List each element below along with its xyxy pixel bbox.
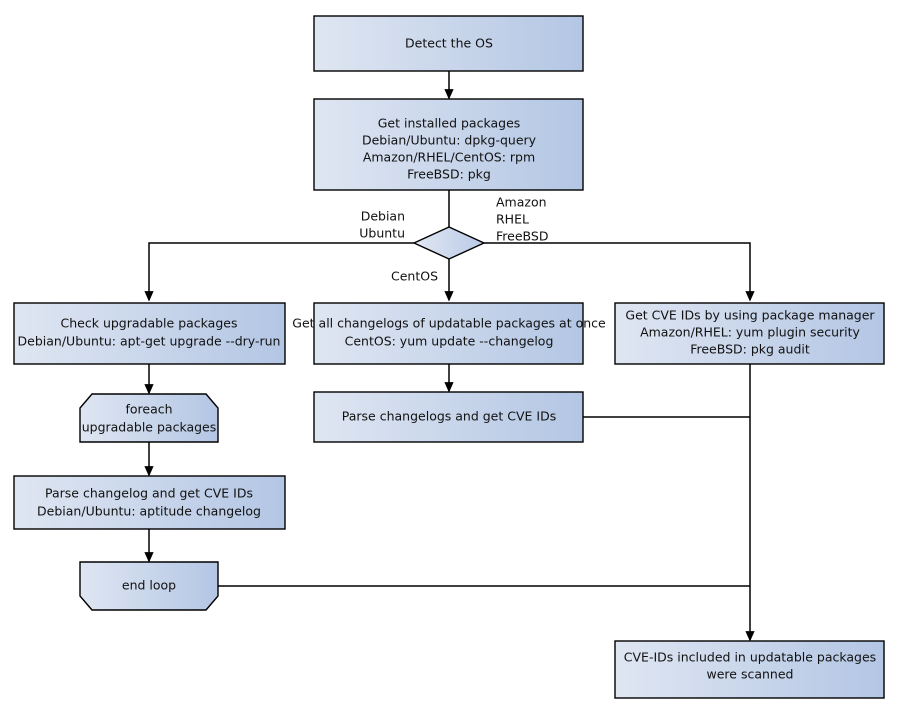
branch-label-debian: Debian Ubuntu <box>359 209 405 241</box>
get-cve-ids-line-2: Amazon/RHEL: yum plugin security <box>640 325 860 340</box>
node-parse-changelog-cve-ids[interactable]: Parse changelog and get CVE IDs Debian/U… <box>13 475 286 530</box>
node-detect-os[interactable]: Detect the OS <box>313 15 584 72</box>
branch-label-centos: CentOS <box>391 269 438 284</box>
detect-os-label: Detect the OS <box>405 36 493 51</box>
parse-changelog-cve-ids-line-1: Parse changelog and get CVE IDs <box>45 486 253 501</box>
branch-label-amazon-line-3: FreeBSD <box>496 229 548 244</box>
check-upgradable-packages-line-2: Debian/Ubuntu: apt-get upgrade --dry-run <box>18 334 281 349</box>
os-decision-diamond[interactable] <box>412 226 486 260</box>
node-get-cve-ids-package-manager[interactable]: Get CVE IDs by using package manager Ama… <box>614 302 885 365</box>
scan-complete-line-1: CVE-IDs included in updatable packages <box>624 650 876 665</box>
get-installed-packages-line-3: Amazon/RHEL/CentOS: rpm <box>363 150 535 165</box>
node-get-all-changelogs[interactable]: Get all changelogs of updatable packages… <box>292 302 606 365</box>
branch-label-debian-line-2: Ubuntu <box>359 226 405 241</box>
node-end-loop[interactable]: end loop <box>79 561 219 611</box>
branch-label-amazon-line-1: Amazon <box>496 195 547 210</box>
parse-changelog-cve-ids-line-2: Debian/Ubuntu: aptitude changelog <box>37 504 261 519</box>
node-scan-complete[interactable]: CVE-IDs included in updatable packages w… <box>614 640 885 699</box>
edge-decision-debian <box>144 242 414 302</box>
branch-label-debian-line-1: Debian <box>361 209 405 224</box>
get-all-changelogs-line-1: Get all changelogs of updatable packages… <box>292 316 606 331</box>
node-os-decision[interactable] <box>412 226 486 260</box>
node-foreach-loop-start[interactable]: foreach upgradable packages <box>79 393 219 443</box>
foreach-loop-start-shape[interactable] <box>79 393 219 443</box>
get-all-changelogs-line-2: CentOS: yum update --changelog <box>345 334 554 349</box>
branch-label-amazon: Amazon RHEL FreeBSD <box>496 195 548 244</box>
node-get-installed-packages[interactable]: Get installed packages Debian/Ubuntu: dp… <box>313 98 584 191</box>
branch-label-centos-line-1: CentOS <box>391 269 438 284</box>
scan-complete-line-2: were scanned <box>707 667 794 682</box>
end-loop-shape[interactable] <box>79 561 219 611</box>
check-upgradable-packages-box[interactable] <box>13 302 286 365</box>
check-upgradable-packages-line-1: Check upgradable packages <box>61 316 238 331</box>
end-loop-label: end loop <box>122 578 176 593</box>
get-cve-ids-line-3: FreeBSD: pkg audit <box>690 342 810 357</box>
edge-decision-amazon <box>484 242 755 302</box>
get-installed-packages-box[interactable] <box>313 98 584 191</box>
parse-changelog-cve-ids-box[interactable] <box>13 475 286 530</box>
get-installed-packages-line-1: Get installed packages <box>378 116 521 131</box>
get-cve-ids-line-1: Get CVE IDs by using package manager <box>625 308 875 323</box>
node-check-upgradable-packages[interactable]: Check upgradable packages Debian/Ubuntu:… <box>13 302 286 365</box>
node-parse-changelogs-cve-ids[interactable]: Parse changelogs and get CVE IDs <box>313 391 584 443</box>
get-installed-packages-line-4: FreeBSD: pkg <box>407 167 491 182</box>
foreach-loop-start-line-2: upgradable packages <box>82 420 217 435</box>
get-installed-packages-line-2: Debian/Ubuntu: dpkg-query <box>362 133 537 148</box>
get-all-changelogs-box[interactable] <box>313 302 584 365</box>
parse-changelogs-cve-ids-box[interactable] <box>313 391 584 443</box>
detect-os-box[interactable] <box>313 15 584 72</box>
get-cve-ids-package-manager-box[interactable] <box>614 302 885 365</box>
parse-changelogs-cve-ids-label: Parse changelogs and get CVE IDs <box>342 409 556 424</box>
scan-complete-box[interactable] <box>614 640 885 699</box>
foreach-loop-start-line-1: foreach <box>125 402 172 417</box>
branch-label-amazon-line-2: RHEL <box>496 212 529 227</box>
connector-layer <box>144 71 755 642</box>
